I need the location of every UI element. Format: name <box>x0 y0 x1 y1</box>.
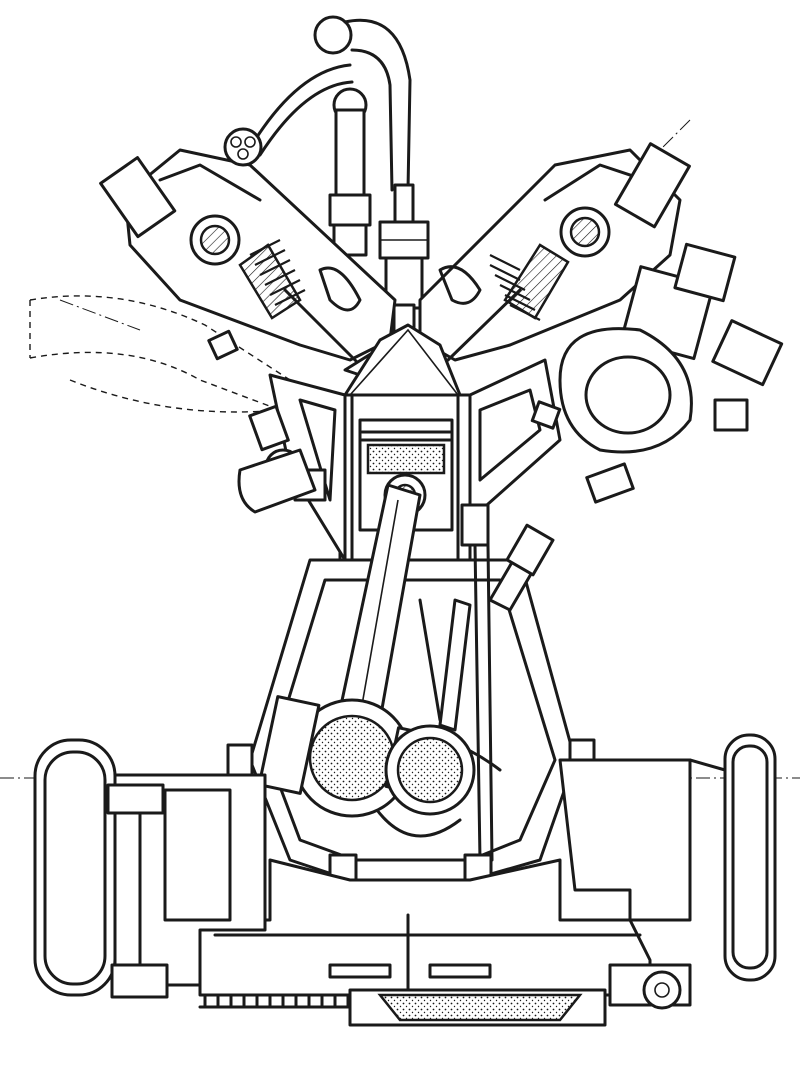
exhaust-pipe <box>29 295 291 413</box>
cylinder-head-left <box>99 127 397 382</box>
connecting-rod-slave <box>384 503 555 862</box>
head-nuts <box>207 329 562 430</box>
magneto-housing <box>558 242 784 454</box>
cylinder-head-right <box>418 142 691 362</box>
combustion-chamber <box>343 323 462 397</box>
frame-rail-right <box>558 733 777 1010</box>
cylinder-support-brace-left <box>237 373 347 562</box>
sump <box>198 858 652 997</box>
cylinder-support-brace-right <box>468 358 749 522</box>
sump-cooling-fins <box>198 988 607 1027</box>
oil-pipe <box>253 15 412 257</box>
frame-rail-left <box>33 738 267 999</box>
